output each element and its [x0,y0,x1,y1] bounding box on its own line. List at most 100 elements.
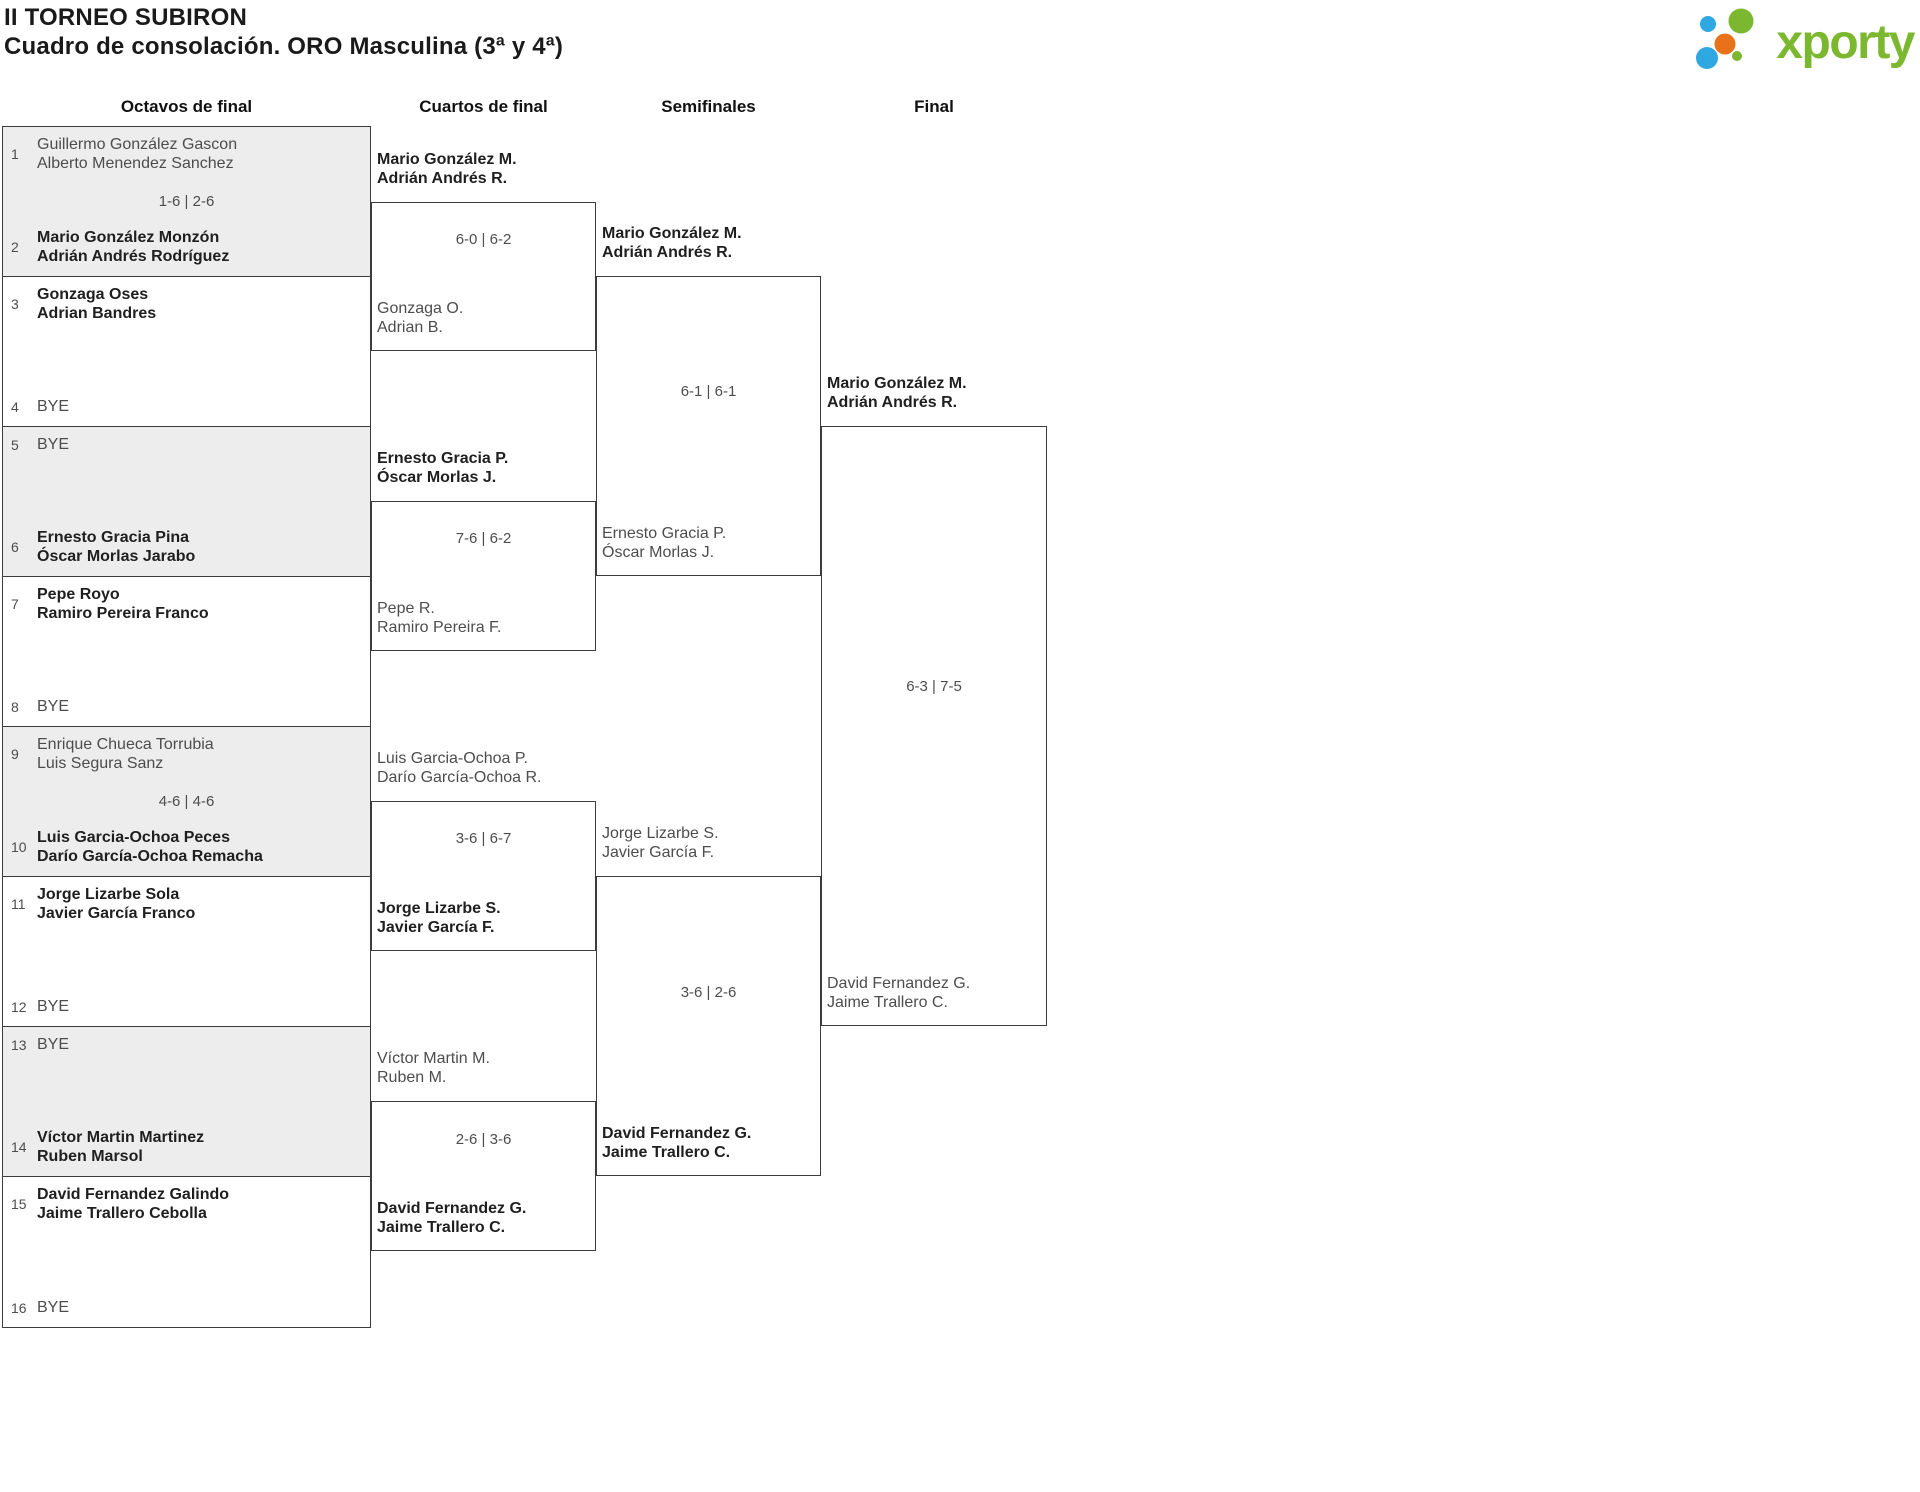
team-names: BYE [37,436,70,453]
final-box [821,426,1047,1026]
seed-number: 6 [11,539,19,555]
logo-dot-blue-big [1696,47,1718,69]
seed-number: 12 [11,998,27,1015]
qf1-box [371,202,596,351]
sf1-score: 6-1 | 6-1 [680,383,737,400]
match-score: 4-6 | 4-6 [158,793,215,810]
seed-number: 5 [11,436,19,453]
seed-number: 3 [11,296,19,312]
team-slot-8-bye: 8 BYE [11,697,366,716]
team-slot-4-bye: 4 BYE [11,397,366,416]
team-names: BYE [37,698,70,715]
team-slot-12-bye: 12 BYE [11,997,366,1016]
logo-dot-green-small [1732,51,1742,61]
seed-number: 4 [11,398,19,415]
logo-dot-green-big [1728,8,1754,34]
qf3-box [371,801,596,951]
logo-dot-blue-small [1700,16,1716,32]
team-names: BYE [37,398,70,415]
team-slot-16-bye: 16 BYE [11,1298,366,1317]
seed-number: 15 [11,1196,27,1212]
team-names: BYE [37,1299,70,1316]
final-top-team[interactable]: Mario González M.Adrián Andrés R. [827,375,967,411]
qf2-bottom-team[interactable]: Pepe R.Ramiro Pereira F. [377,600,502,636]
qf2-top-team[interactable]: Ernesto Gracia P.Óscar Morlas J. [377,450,509,486]
seed-number: 8 [11,698,19,715]
qf2-box [371,501,596,651]
sf1-bottom-team[interactable]: Ernesto Gracia P.Óscar Morlas J. [602,525,727,561]
sf2-score: 3-6 | 2-6 [680,984,737,1001]
seed-number: 1 [11,146,19,162]
seed-number: 14 [11,1139,27,1155]
seed-number: 13 [11,1036,27,1053]
team-names: BYE [37,998,70,1015]
match-score: 1-6 | 2-6 [158,193,215,210]
sf1-box [596,276,821,576]
qf3-score: 3-6 | 6-7 [455,830,512,847]
logo-text: xporty [1776,16,1916,69]
round-header-cuartos: Cuartos de final [419,97,548,116]
final-bottom-team[interactable]: David Fernandez G.Jaime Trallero C. [827,975,971,1011]
seed-number: 9 [11,746,19,762]
qf4-top-team[interactable]: Víctor Martin M.Ruben M. [377,1050,490,1086]
seed-number: 16 [11,1299,27,1316]
qf1-score: 6-0 | 6-2 [455,231,512,248]
seed-number: 10 [11,839,27,855]
qf4-score: 2-6 | 3-6 [455,1131,512,1148]
round-header-final: Final [914,97,954,116]
sf2-box [596,876,821,1176]
seed-number: 2 [11,239,19,255]
qf3-top-team[interactable]: Luis Garcia-Ochoa P.Darío García-Ochoa R… [377,750,542,786]
page-title: II TORNEO SUBIRON [4,4,247,31]
final-score: 6-3 | 7-5 [906,678,962,695]
round-header-semifinales: Semifinales [661,97,756,116]
sf1-top-team[interactable]: Mario González M.Adrián Andrés R. [602,225,742,261]
qf4-box [371,1101,596,1251]
qf1-bottom-team[interactable]: Gonzaga O.Adrian B. [377,300,464,336]
sf2-bottom-team[interactable]: David Fernandez G.Jaime Trallero C. [602,1125,752,1161]
team-slot-5-bye: 5 BYE [11,435,366,454]
round-header-octavos: Octavos de final [120,97,253,116]
seed-number: 11 [11,896,26,912]
logo-dot-orange [1714,33,1736,55]
sf2-top-team[interactable]: Jorge Lizarbe S.Javier García F. [602,825,719,861]
qf1-top-team[interactable]: Mario González M.Adrián Andrés R. [377,151,517,187]
seed-number: 7 [11,596,19,612]
qf3-bottom-team[interactable]: Jorge Lizarbe S.Javier García F. [377,900,501,936]
qf4-bottom-team[interactable]: David Fernandez G.Jaime Trallero C. [377,1200,527,1236]
qf2-score: 7-6 | 6-2 [455,530,512,547]
xporty-logo[interactable]: xporty [1668,2,1918,72]
team-slot-13-bye: 13 BYE [11,1035,366,1054]
page-subtitle: Cuadro de consolación. ORO Masculina (3ª… [4,33,564,60]
